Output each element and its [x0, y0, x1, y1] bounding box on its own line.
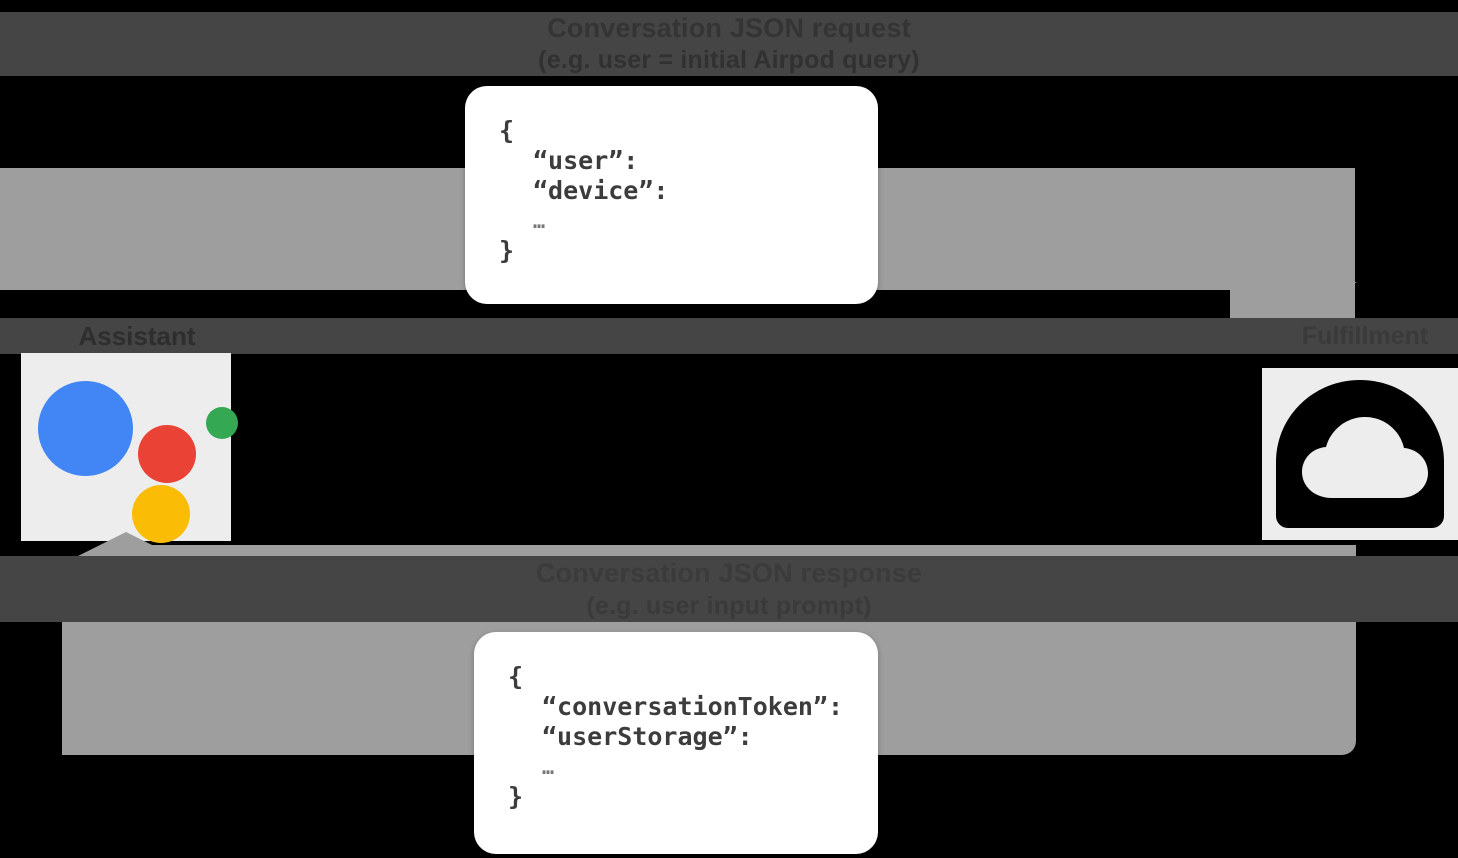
response-caption-primary: Conversation JSON response: [0, 556, 1458, 590]
node-label-band: [0, 318, 1458, 354]
assistant-node-label: Assistant: [78, 320, 196, 351]
response-caption-secondary: (e.g. user input prompt): [0, 590, 1458, 622]
json-line-conversation-token: “conversationToken”:: [542, 692, 844, 721]
json-line-device: “device”:: [533, 176, 669, 205]
assistant-dot-red-icon: [138, 425, 196, 483]
json-line-close: }: [508, 782, 524, 811]
assistant-dot-green-icon: [206, 407, 238, 439]
json-line-ellipsis: …: [533, 209, 546, 233]
response-json-card: { “conversationToken”: “userStorage”: … …: [474, 632, 878, 854]
json-line-user-storage: “userStorage”:: [542, 722, 753, 751]
fulfillment-node-label: Fulfillment: [1301, 321, 1429, 350]
json-line-user: “user”:: [533, 146, 639, 175]
json-line-open: {: [508, 662, 524, 691]
request-arrowhead-icon: [1225, 282, 1357, 316]
assistant-dot-blue-icon: [38, 381, 133, 476]
json-line-close: }: [499, 236, 515, 265]
cloud-fulfillment-icon: [1262, 368, 1458, 540]
request-json-card: { “user”: “device”: … }: [465, 86, 878, 304]
json-line-open: {: [499, 116, 515, 145]
request-caption-secondary: (e.g. user = initial Airpod query): [0, 44, 1458, 76]
json-line-ellipsis: …: [542, 755, 555, 779]
request-caption-primary: Conversation JSON request: [0, 12, 1458, 44]
google-assistant-icon: [21, 353, 238, 543]
